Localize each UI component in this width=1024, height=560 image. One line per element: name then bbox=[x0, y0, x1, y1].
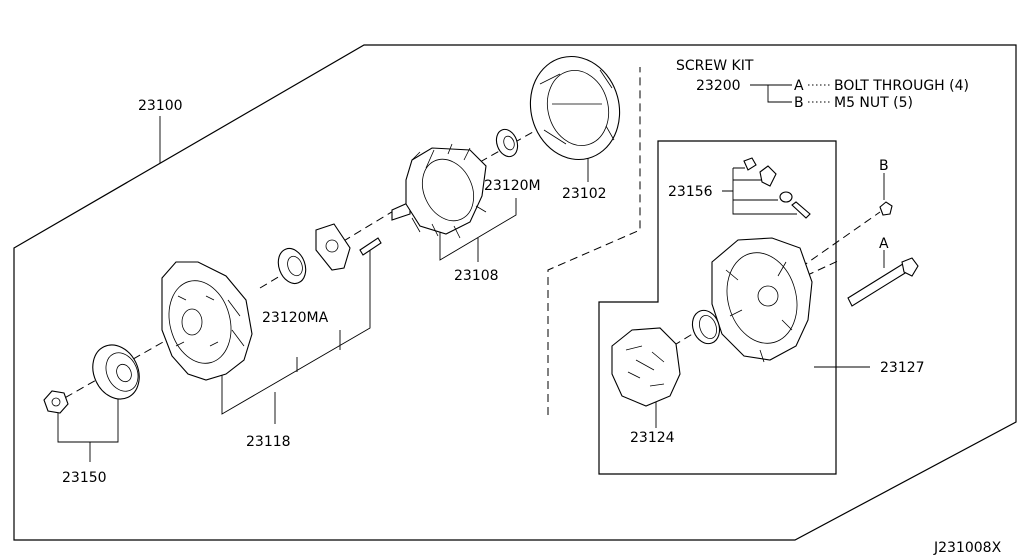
rotor bbox=[391, 143, 487, 239]
bracket-23118 bbox=[221, 248, 371, 424]
label-23156: 23156 bbox=[668, 184, 713, 200]
stator bbox=[529, 55, 621, 161]
assembly-frame bbox=[13, 44, 1017, 541]
front-bearing bbox=[277, 247, 307, 285]
rectifier bbox=[611, 327, 681, 407]
retainer-screw bbox=[359, 237, 382, 256]
pulley-nut bbox=[43, 390, 69, 414]
rear-bearing bbox=[495, 128, 519, 158]
pulley bbox=[92, 344, 140, 400]
m5-nut bbox=[879, 201, 893, 216]
label-23120ma: 23120MA bbox=[262, 310, 329, 326]
rear-subassembly-box bbox=[598, 140, 837, 475]
marker-b: B bbox=[879, 158, 889, 174]
marker-a: A bbox=[879, 236, 889, 252]
label-23127: 23127 bbox=[880, 360, 925, 376]
label-23102: 23102 bbox=[562, 186, 607, 202]
label-23150: 23150 bbox=[62, 470, 107, 486]
bracket-23108 bbox=[439, 198, 517, 262]
bracket-23150 bbox=[57, 395, 119, 462]
screw-kit-item-b-key: B bbox=[794, 95, 804, 111]
label-23100: 23100 bbox=[138, 98, 183, 114]
label-23120m: 23120M bbox=[484, 178, 541, 194]
bearing-retainer bbox=[315, 223, 351, 271]
bracket-23156 bbox=[722, 167, 797, 215]
label-23118: 23118 bbox=[246, 434, 291, 450]
screw-kit-item-b-label: M5 NUT (5) bbox=[834, 95, 913, 111]
diagram-code: J231008X bbox=[933, 540, 1002, 556]
screw-kit-tree bbox=[750, 84, 792, 103]
screw-kit-item-a-label: BOLT THROUGH (4) bbox=[834, 78, 969, 94]
label-23124: 23124 bbox=[630, 430, 675, 446]
rear-assembly-axis bbox=[547, 67, 881, 415]
screw-kit-item-a-key: A bbox=[794, 78, 804, 94]
label-23200: 23200 bbox=[696, 78, 741, 94]
screw-kit-title: SCREW KIT bbox=[676, 58, 754, 74]
rear-housing bbox=[711, 237, 813, 363]
through-bolt bbox=[847, 257, 919, 307]
o-ring bbox=[691, 309, 721, 345]
front-housing bbox=[161, 261, 253, 381]
label-23108: 23108 bbox=[454, 268, 499, 284]
terminal-set bbox=[743, 157, 811, 219]
